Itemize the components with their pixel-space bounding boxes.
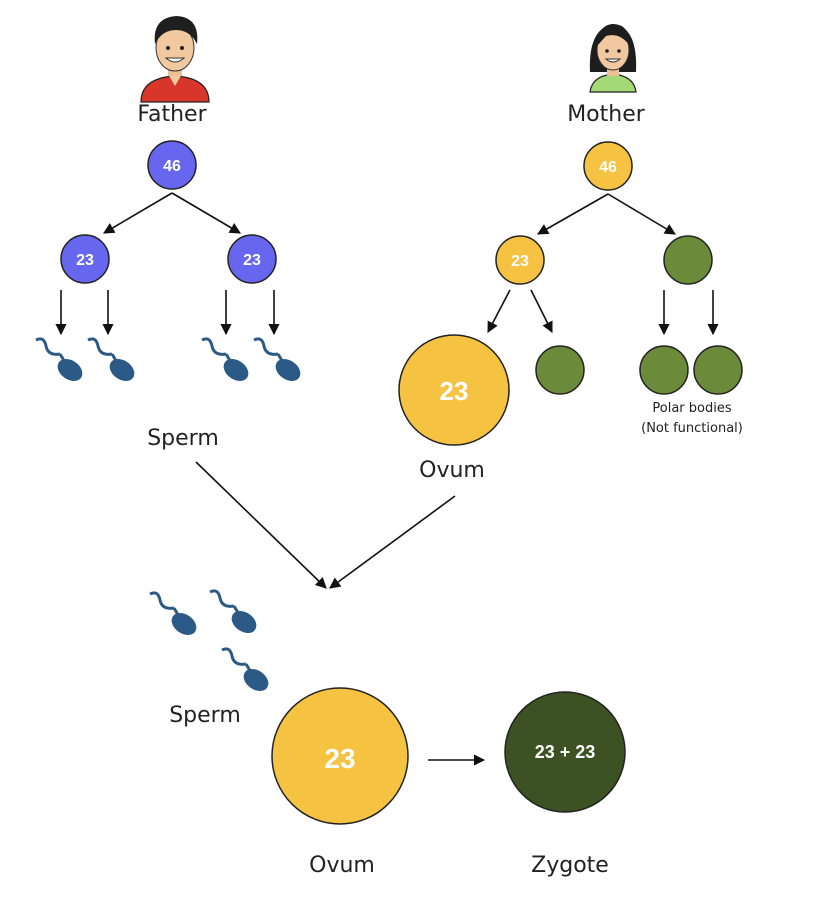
sperm-icon — [221, 647, 269, 691]
polar-body — [639, 345, 689, 395]
sperm-label-bottom: Sperm — [169, 703, 241, 728]
ovum-bottom — [271, 687, 409, 825]
polar-body — [535, 345, 585, 395]
sperm-icon — [87, 337, 135, 381]
zygote-label: Zygote — [531, 853, 609, 878]
mother-label: Mother — [567, 102, 646, 127]
first-polar-body — [663, 235, 713, 285]
father-cell-23-left-value: 23 — [76, 252, 94, 269]
polar-bodies-label: Polar bodies — [652, 401, 731, 416]
ovum-bottom-value: 23 — [324, 743, 355, 774]
mother-cell-23 — [495, 235, 545, 285]
father-cell-23-right-value: 23 — [243, 252, 261, 269]
father-label: Father — [137, 102, 207, 127]
zygote — [504, 691, 626, 813]
polar-bodies-note: (Not functional) — [641, 421, 743, 436]
sperm-icon — [209, 589, 257, 633]
father-avatar — [140, 16, 210, 103]
sperm-icon — [201, 337, 249, 381]
father-cell-23-right — [227, 234, 277, 284]
arrow-to-ovum — [487, 289, 511, 333]
arrow-to-polar-body — [530, 289, 553, 334]
ovum-label-top: Ovum — [419, 458, 485, 483]
mother-avatar — [589, 24, 637, 93]
mother-cell-46-value: 46 — [599, 159, 617, 176]
arrow-ovum-to-fertilization — [329, 495, 456, 589]
ovum-label-bottom: Ovum — [309, 853, 375, 878]
father-cell-23-left — [60, 234, 110, 284]
sperm-icon — [35, 337, 83, 381]
arrow-sperm-to-fertilization — [195, 461, 327, 589]
mother-cell-23-value: 23 — [511, 253, 529, 270]
zygote-value: 23 + 23 — [535, 742, 596, 762]
arrow-mother-right — [607, 193, 676, 235]
arrow-mother-left — [537, 193, 609, 235]
polar-body — [693, 345, 743, 395]
mother-cell-46 — [583, 141, 633, 191]
father-cell-46 — [147, 140, 197, 190]
sperm-label-top: Sperm — [147, 426, 219, 451]
arrow-father-right — [171, 192, 241, 234]
arrow-father-left — [103, 192, 173, 234]
sperm-icon — [149, 591, 197, 635]
sperm-icon — [253, 337, 301, 381]
father-cell-46-value: 46 — [163, 158, 181, 175]
ovum-top — [398, 334, 510, 446]
ovum-top-value: 23 — [440, 376, 469, 406]
